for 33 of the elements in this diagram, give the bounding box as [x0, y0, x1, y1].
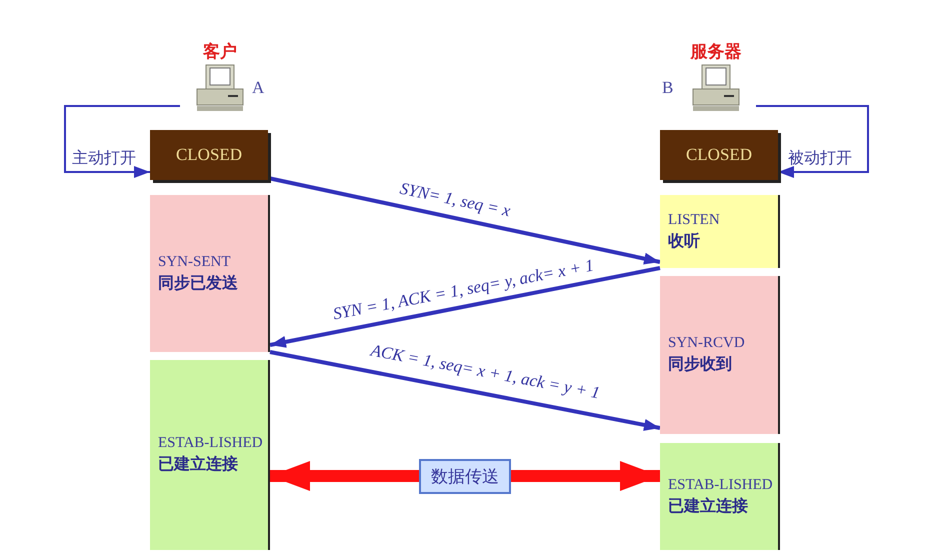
edge-label: ACK = 1, seq= x + 1, ack = y + 1: [368, 340, 601, 404]
state-caption: 同步已发送: [158, 272, 238, 294]
state-name: SYN-SENT: [158, 254, 231, 270]
state-bar: [660, 195, 780, 268]
state-name: LISTEN: [668, 212, 720, 228]
state-name: SYN-RCVD: [668, 335, 745, 352]
host-letter: A: [252, 78, 264, 98]
state-bar: [660, 276, 780, 434]
arrow: [270, 266, 660, 348]
state-box: [660, 130, 778, 180]
host-name: 客户: [203, 41, 237, 63]
edge-label: 被动打开: [788, 148, 852, 169]
edge-label: 主动打开: [72, 148, 136, 169]
state-bar: [150, 360, 270, 550]
state-name: ESTAB-LISHED: [668, 476, 773, 494]
state-caption: 收听: [668, 230, 700, 252]
transfer-label: 数据传送: [419, 458, 511, 494]
state-name: CLOSED: [176, 145, 242, 165]
state-name: CLOSED: [686, 145, 752, 165]
state-box: [150, 130, 268, 180]
arrow: [64, 105, 180, 178]
state-bar: [660, 443, 780, 550]
arrow: [270, 350, 660, 431]
host-name: 服务器: [690, 41, 742, 63]
state-caption: 已建立连接: [158, 454, 238, 475]
state-name: ESTAB-LISHED: [158, 435, 263, 452]
state-bar: [150, 195, 270, 352]
state-caption: 同步收到: [668, 354, 732, 375]
host-letter: B: [662, 78, 674, 98]
edge-label: SYN= 1, seq = x: [398, 178, 512, 222]
edge-label: SYN = 1, ACK = 1, seq= y, ack= x + 1: [330, 256, 595, 324]
state-caption: 已建立连接: [668, 496, 748, 516]
arrow: [756, 105, 869, 178]
